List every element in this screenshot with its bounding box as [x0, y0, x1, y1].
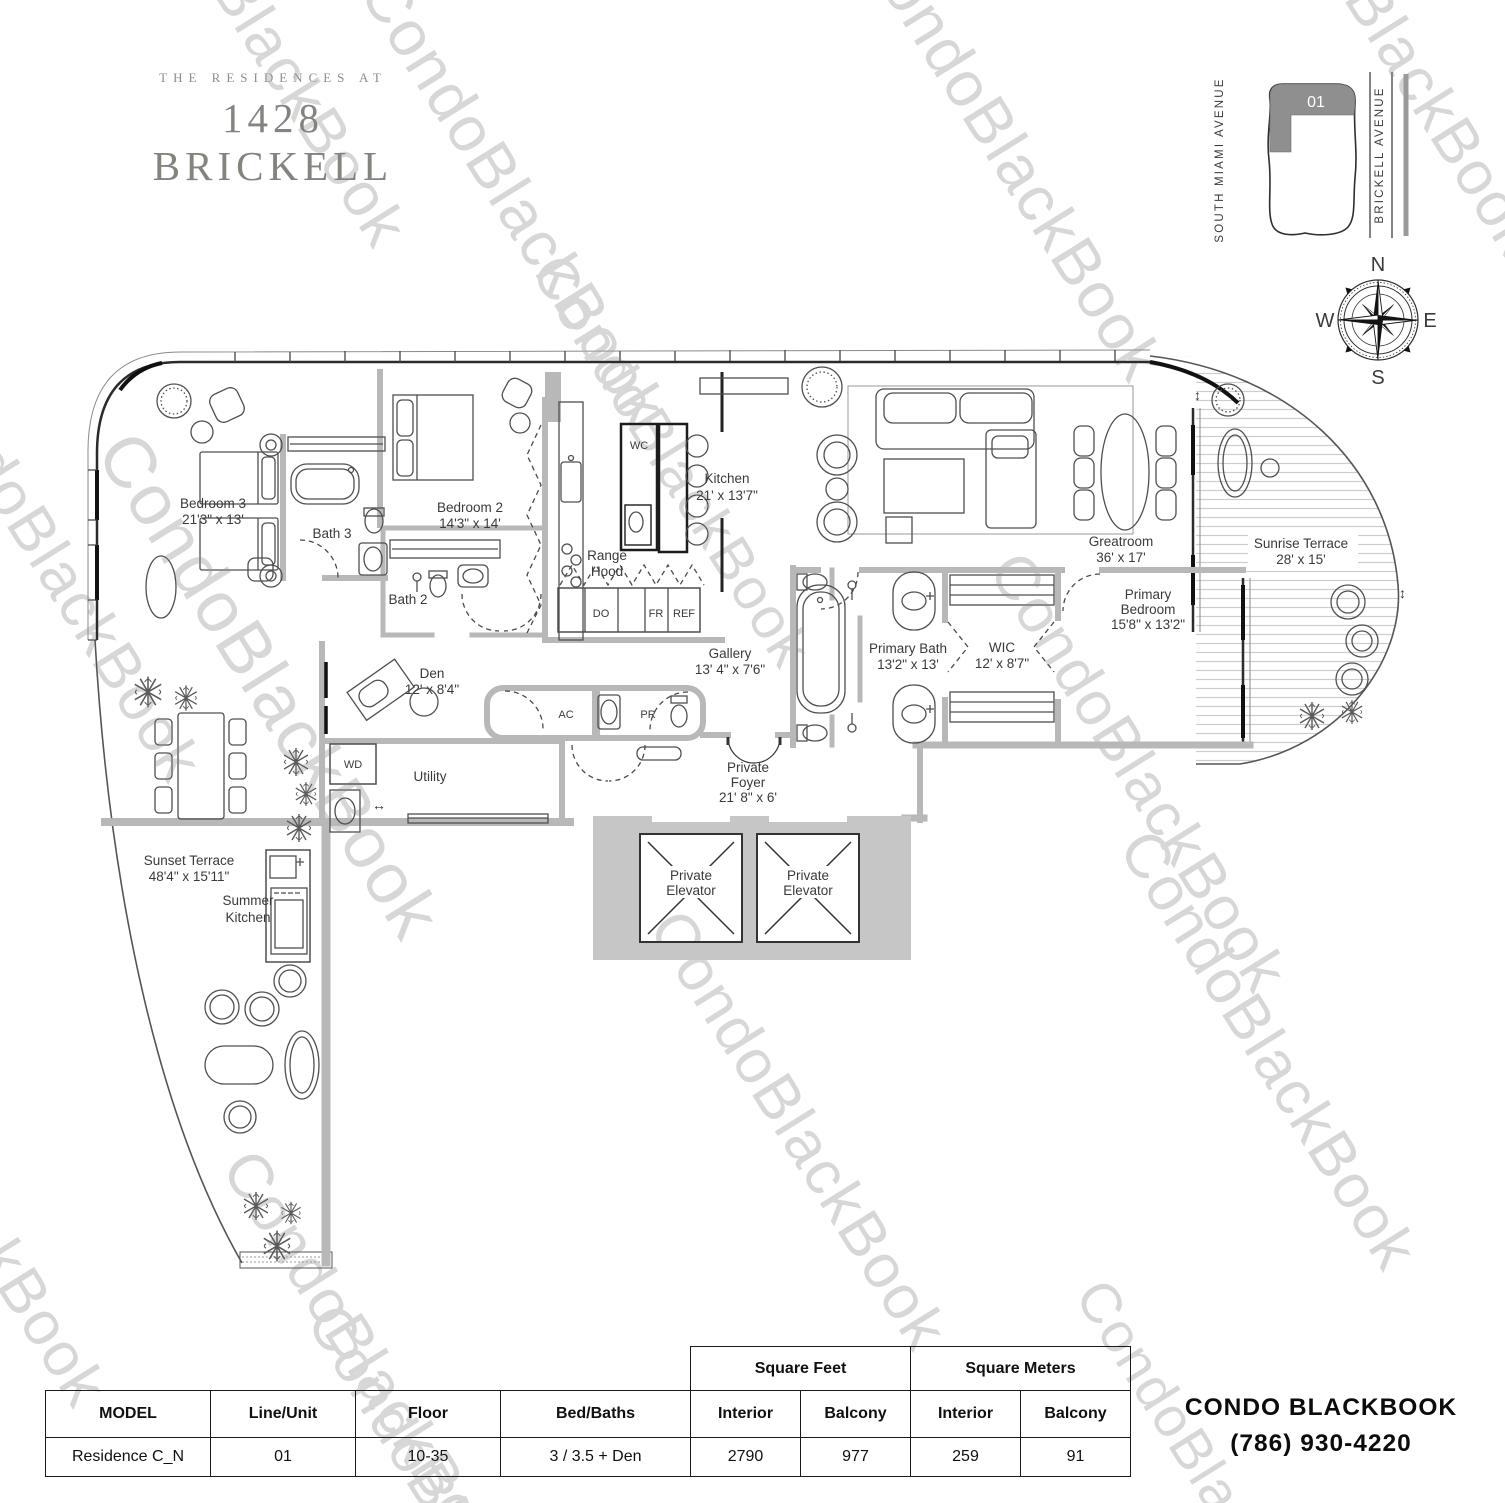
- room-label-gallery: Gallery: [709, 646, 752, 661]
- spec-value-sqm-balcony: 91: [1020, 1437, 1131, 1477]
- room-dims-wic: 12' x 8'7": [975, 656, 1029, 671]
- threshold-arrows: ↕ ↕ ↔: [372, 387, 1406, 813]
- room-label-sunset-terrace: Sunset Terrace: [144, 853, 235, 868]
- site-key-plan: SOUTH MIAMI AVENUE 01 BRICKELL AVENUE: [1214, 72, 1409, 243]
- fixture-labels: WC DO FR REF AC PR WD: [344, 440, 695, 771]
- spec-header-model: MODEL: [45, 1390, 211, 1438]
- spec-header-sqft-interior: Interior: [690, 1390, 801, 1438]
- door-swings: [299, 424, 1101, 782]
- compass-south: S: [1371, 367, 1384, 389]
- room-label-range-hood-1: Range: [587, 548, 627, 563]
- spec-value-model: Residence C_N: [45, 1437, 211, 1477]
- room-label-foyer-1: Private: [727, 760, 769, 775]
- footer-brand-name: CONDO BLACKBOOK: [1184, 1394, 1458, 1421]
- spec-table: Square Feet Square Meters MODEL Line/Uni…: [45, 1346, 1131, 1477]
- spec-value-sqft-interior: 2790: [690, 1437, 801, 1477]
- spec-value-bed-baths: 3 / 3.5 + Den: [500, 1437, 691, 1477]
- spec-header-sqm-balcony: Balcony: [1020, 1390, 1131, 1438]
- room-label-den: Den: [420, 666, 445, 681]
- svg-text:↕: ↕: [1399, 585, 1406, 601]
- fixture-label-wc: WC: [630, 440, 648, 452]
- street-left-label: SOUTH MIAMI AVENUE: [1214, 77, 1226, 242]
- room-dims-kitchen: 21' x 13'7": [696, 488, 758, 503]
- unit-01-highlight: [1269, 83, 1356, 153]
- spec-header-bed-baths: Bed/Baths: [500, 1390, 691, 1438]
- footer-phone: (786) 930-4220: [1230, 1429, 1412, 1457]
- spec-group-square-meters: Square Meters: [910, 1346, 1131, 1391]
- room-dims-bedroom3: 21'3" x 13': [182, 512, 244, 527]
- room-label-sunrise-terrace: Sunrise Terrace: [1254, 536, 1348, 551]
- compass-west: W: [1316, 310, 1335, 332]
- svg-text:↕: ↕: [1194, 387, 1201, 403]
- unit-01-label: 01: [1307, 94, 1325, 111]
- room-labels: Bedroom 3 21'3" x 13' Bath 3 Bedroom 2 1…: [144, 471, 1348, 925]
- spec-header-sqm-interior: Interior: [910, 1390, 1021, 1438]
- spec-value-sqft-balcony: 977: [800, 1437, 911, 1477]
- room-label-primary-bedroom-1: Primary: [1125, 587, 1172, 602]
- room-label-primary-bath: Primary Bath: [869, 641, 947, 656]
- brickell-avenue-lines: [1369, 72, 1393, 238]
- room-label-elevator1-2: Elevator: [666, 883, 716, 898]
- room-label-foyer-2: Foyer: [731, 775, 766, 790]
- room-label-bedroom3: Bedroom 3: [180, 496, 246, 511]
- room-label-kitchen: Kitchen: [704, 471, 749, 486]
- spec-value-line-unit: 01: [210, 1437, 356, 1477]
- spec-header-floor: Floor: [355, 1390, 501, 1438]
- room-dims-primary-bath: 13'2" x 13': [877, 657, 939, 672]
- compass-rose: N S W E: [1316, 254, 1437, 389]
- compass-north: N: [1371, 254, 1385, 276]
- room-dims-foyer: 21' 8" x 6': [719, 790, 777, 805]
- svg-text:↔: ↔: [372, 797, 386, 813]
- room-label-bath3: Bath 3: [312, 526, 351, 541]
- room-dims-den: 12' x 8'4": [405, 682, 459, 697]
- room-dims-bedroom2: 14'3" x 14': [439, 516, 501, 531]
- room-dims-sunrise-terrace: 28' x 15': [1276, 552, 1325, 567]
- room-label-elevator1-1: Private: [670, 868, 712, 883]
- room-label-wic: WIC: [989, 640, 1015, 655]
- foyer-double-door: [726, 736, 782, 764]
- room-dims-gallery: 13' 4" x 7'6": [695, 662, 765, 677]
- branding: THE RESIDENCES AT 1428 BRICKELL: [112, 70, 434, 190]
- sunrise-label-bg: [1248, 533, 1358, 569]
- spec-value-sqm-interior: 259: [910, 1437, 1021, 1477]
- street-right-label: BRICKELL AVENUE: [1374, 86, 1386, 223]
- room-label-bedroom2: Bedroom 2: [437, 500, 503, 515]
- spec-group-square-feet: Square Feet: [690, 1346, 911, 1391]
- room-dims-sunset-terrace: 48'4" x 15'11": [149, 869, 230, 884]
- compass-east: E: [1423, 310, 1436, 332]
- elevator-core: [593, 814, 911, 960]
- room-label-range-hood-2: Hood: [591, 564, 623, 579]
- branding-tagline: THE RESIDENCES AT: [159, 70, 387, 85]
- fixture-label-pr: PR: [640, 709, 655, 721]
- compass-ticks: [1345, 287, 1411, 353]
- footer-brand: CONDO BLACKBOOK (786) 930-4220: [1138, 1390, 1504, 1461]
- room-label-elevator2-1: Private: [787, 868, 829, 883]
- room-label-primary-bedroom-2: Bedroom: [1121, 602, 1176, 617]
- fixture-label-ac: AC: [558, 709, 573, 721]
- fixture-label-do: DO: [593, 608, 610, 620]
- fixture-label-fr: FR: [649, 608, 664, 620]
- room-label-utility: Utility: [414, 769, 447, 784]
- room-label-bath2: Bath 2: [388, 592, 427, 607]
- spec-value-floor: 10-35: [355, 1437, 501, 1477]
- room-dims-greatroom: 36' x 17': [1096, 550, 1145, 565]
- exterior-walls-windows: [87, 349, 1251, 742]
- room-label-summer-kitchen-2: Kitchen: [225, 910, 270, 925]
- spec-header-sqft-balcony: Balcony: [800, 1390, 911, 1438]
- furniture: [145, 366, 1379, 1134]
- room-label-summer-kitchen-1: Summer: [222, 893, 274, 908]
- room-dims-primary-bedroom: 15'8" x 13'2": [1111, 617, 1185, 632]
- fixture-label-wd: WD: [344, 759, 362, 771]
- spec-table-spacer: [46, 1347, 691, 1391]
- spec-header-line-unit: Line/Unit: [210, 1390, 356, 1438]
- branding-name: 1428 BRICKELL: [152, 95, 394, 189]
- fixture-label-ref: REF: [673, 608, 695, 620]
- room-label-greatroom: Greatroom: [1089, 534, 1154, 549]
- room-label-elevator2-2: Elevator: [783, 883, 833, 898]
